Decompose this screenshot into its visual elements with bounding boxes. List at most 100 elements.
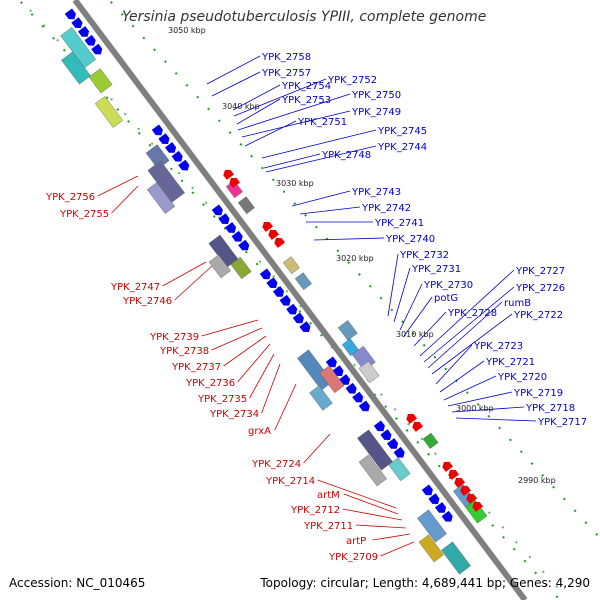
forward-gene-label: YPK_2723 [473,341,523,352]
forward-gene-label: YPK_2752 [327,75,377,86]
forward-leader-line [244,120,297,147]
reverse-leader-line [343,493,399,515]
forward-gene-label: YPK_2721 [485,357,535,368]
reverse-gene-label: YPK_2736 [185,378,235,389]
forward-gene-arrow [373,420,385,432]
reverse-leader-line [355,524,407,529]
reverse-gene-arrow [460,485,471,496]
forward-gene-arrow [178,159,190,171]
reverse-leader-line [211,327,263,351]
feature-block [465,499,488,524]
forward-leader-line [232,84,281,111]
forward-gene-arrow [171,150,183,162]
feature-block [358,360,380,384]
forward-leader-line [443,375,497,401]
kbp-label: 3010 kbp [396,330,434,339]
forward-gene-label: YPK_2730 [423,280,473,291]
feature-block [417,509,447,543]
forward-leader-line [206,55,261,85]
forward-gene-label: YPK_2740 [385,234,435,245]
reverse-gene-arrow [262,221,273,232]
forward-leader-line [393,267,411,323]
reverse-leader-line [372,533,411,541]
forward-leader-line [427,301,503,369]
reverse-gene-label: YPK_2709 [328,552,378,563]
feature-block [418,534,444,563]
feature-block [61,51,91,85]
reverse-gene-label: artP [346,536,366,547]
reverse-gene-label: YPK_2734 [209,409,259,420]
forward-gene-arrow [345,382,357,394]
forward-gene-label: YPK_2750 [351,90,401,101]
forward-gene-label: YPK_2741 [374,218,424,229]
reverse-gene-label: grxA [248,426,271,437]
accession-text: Accession: NC_010465 [9,576,146,590]
forward-leader-line [455,417,537,422]
forward-leader-line [261,129,377,159]
feature-block [358,454,387,487]
forward-gene-arrow [273,286,285,297]
feature-block [230,256,252,280]
feature-block [282,256,300,275]
forward-gene-arrow [286,303,298,315]
forward-gene-label: rumB [504,298,531,309]
feature-block [319,365,345,394]
reverse-gene-label: YPK_2739 [149,332,199,343]
outer-tick-line-right [107,0,600,540]
reverse-leader-line [97,175,139,197]
forward-leader-line [419,269,515,357]
feature-block [94,96,124,128]
feature-block [422,432,439,449]
reverse-gene-label: YPK_2735 [197,394,247,405]
forward-gene-label: YPK_2751 [297,117,347,128]
forward-gene-arrow [64,8,76,20]
feature-block [341,338,359,357]
reverse-strand-features [223,169,483,512]
forward-gene-label: YPK_2749 [351,107,401,118]
forward-gene-arrow [238,239,250,251]
kbp-label: 2990 kbp [518,476,556,485]
forward-gene-label: YPK_2754 [281,81,331,92]
forward-leader-line [451,406,525,413]
forward-leader-line [236,98,281,125]
reverse-gene-label: YPK_2756 [45,192,95,203]
gene-labels: YPK_2758YPK_2757YPK_2754YPK_2752YPK_2753… [45,52,587,563]
forward-gene-label: YPK_2753 [281,95,331,106]
forward-gene-label: YPK_2728 [447,308,497,319]
kbp-label: 3030 kbp [276,179,314,188]
feature-block [388,457,411,482]
forward-gene-arrow [91,43,103,55]
forward-gene-arrow [325,356,337,368]
reverse-gene-arrow [412,421,423,432]
forward-leader-line [265,145,377,173]
reverse-gene-arrow [223,169,234,180]
forward-leader-line [211,71,261,97]
reverse-gene-arrow [454,477,465,488]
forward-gene-label: YPK_2727 [515,266,565,277]
forward-gene-label: YPK_2732 [399,250,449,261]
forward-leader-line [435,344,473,385]
forward-gene-label: YPK_2758 [261,52,311,63]
feature-block [237,196,255,215]
reverse-leader-line [162,261,207,287]
feature-block [88,68,113,94]
reverse-gene-arrow [448,469,459,480]
forward-gene-label: YPK_2748 [321,150,371,161]
reverse-gene-arrow [274,237,285,248]
forward-strand-features [60,8,488,575]
feature-block [146,182,176,214]
reverse-gene-arrow [406,413,417,424]
forward-gene-arrow [299,321,311,332]
forward-gene-label: YPK_2726 [515,283,565,294]
forward-leader-line [439,360,485,393]
reverse-gene-label: YPK_2747 [110,282,160,293]
forward-leader-line [431,313,513,375]
forward-gene-arrow [225,222,237,233]
reverse-gene-label: YPK_2755 [59,209,109,220]
forward-gene-label: YPK_2718 [525,403,575,414]
forward-gene-arrow [428,493,440,504]
forward-gene-arrow [71,17,83,28]
forward-leader-line [413,311,447,347]
reverse-leader-line [261,363,281,414]
